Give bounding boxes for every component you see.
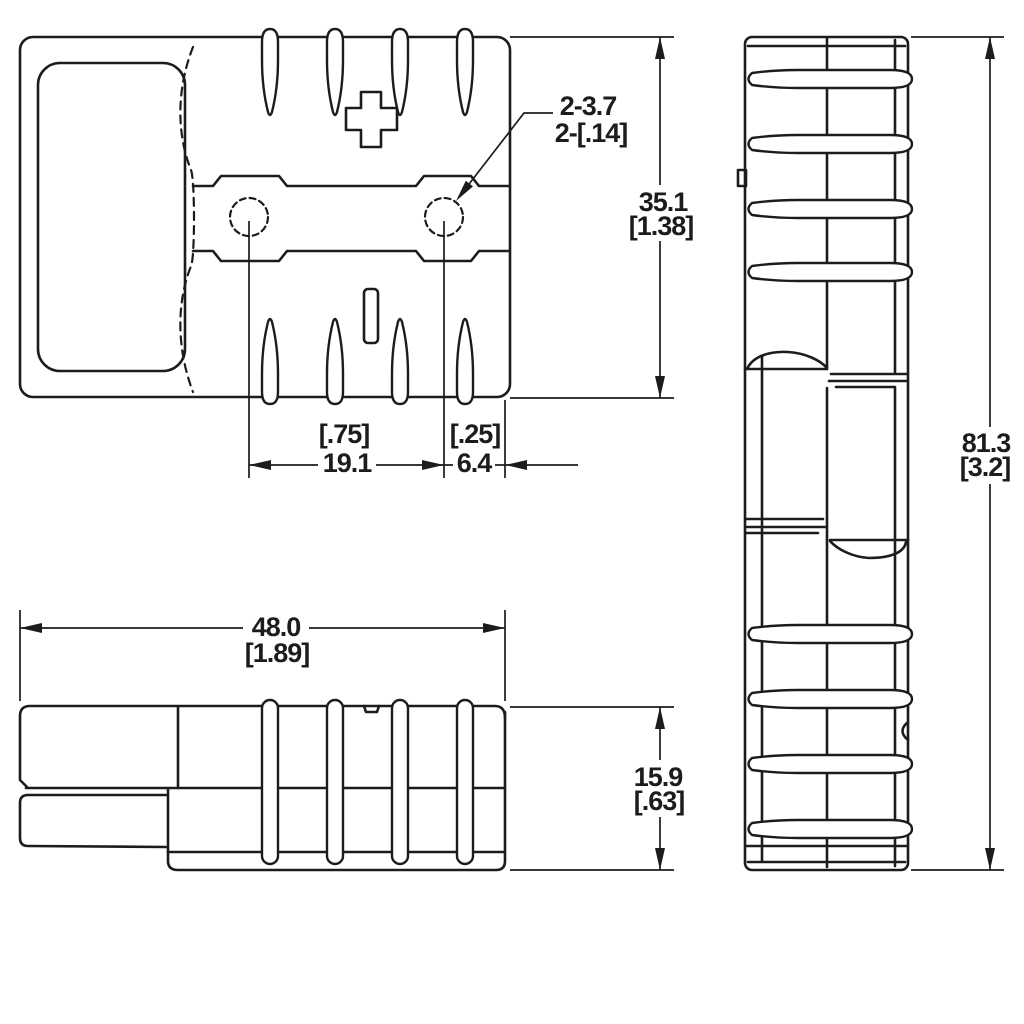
dim-width-mm: 48.0 — [249, 611, 303, 642]
arrowhead — [655, 848, 665, 870]
arrowhead — [985, 37, 995, 59]
side-rib — [747, 818, 914, 840]
front-slot — [390, 317, 410, 406]
front-view — [18, 27, 512, 406]
plus-polarity-mark — [344, 90, 399, 149]
side-hump-upper — [743, 350, 829, 371]
arrowhead — [249, 460, 271, 470]
arrowhead — [422, 460, 444, 470]
front-slot — [325, 317, 345, 406]
ext-lines-body-height — [510, 706, 674, 871]
minus-polarity-mark — [362, 287, 380, 345]
dim-body-height-mm: 15.9 — [631, 761, 685, 792]
front-slot — [260, 27, 280, 117]
arrowhead — [655, 707, 665, 729]
ext-lines-front-height — [510, 36, 674, 399]
dim-hole-edge-mm: 6.4 — [454, 447, 494, 478]
arrowhead — [655, 37, 665, 59]
ext-lines-length — [911, 36, 1004, 871]
front-slot — [325, 27, 345, 117]
top-lower-tongue — [18, 793, 168, 849]
dim-hole-callout-mm: 2-3.7 — [557, 90, 619, 121]
top-body-outline — [166, 710, 507, 872]
side-latch-notch-left — [736, 168, 748, 188]
front-slot — [455, 317, 475, 406]
top-key-notch — [362, 704, 381, 714]
top-slot — [260, 698, 280, 866]
dim-width-in: [1.89] — [242, 637, 312, 668]
dim-hole-pitch-in: [.75] — [316, 418, 372, 449]
side-latch-notch-right — [901, 720, 910, 742]
front-slot — [260, 317, 280, 406]
arrowhead — [20, 623, 42, 633]
front-tongue-opening — [36, 61, 187, 373]
side-rib — [747, 68, 914, 90]
arrowhead — [483, 623, 505, 633]
leader-line-hole-callout — [458, 112, 553, 198]
dim-hole-edge-in: [.25] — [447, 418, 503, 449]
side-rib — [747, 198, 914, 220]
top-band-outline — [18, 704, 507, 789]
side-rib — [747, 133, 914, 155]
dim-hole-callout-in: 2-[.14] — [552, 117, 630, 148]
dim-length-mm: 81.3 — [959, 427, 1013, 458]
side-rib — [747, 261, 914, 283]
contact-band-bottom — [191, 249, 511, 263]
side-rib — [747, 623, 914, 645]
top-slot — [325, 698, 345, 866]
front-slot — [455, 27, 475, 117]
hidden-edge-dashed — [179, 45, 196, 394]
side-rib — [747, 688, 914, 710]
side-rib — [747, 753, 914, 775]
dimension-annotations — [19, 36, 1004, 871]
arrowhead — [655, 376, 665, 398]
side-step-lower — [744, 517, 827, 535]
arrowhead — [985, 848, 995, 870]
contact-band-top — [191, 174, 511, 188]
front-slot — [390, 27, 410, 117]
top-view — [18, 698, 507, 872]
top-slot — [455, 698, 475, 866]
side-view — [736, 35, 914, 872]
side-step-upper — [827, 372, 909, 389]
arrowhead-leader — [456, 180, 473, 201]
dim-front-height-mm: 35.1 — [636, 186, 690, 217]
dim-length-in: [3.2] — [957, 451, 1013, 482]
dim-body-height-in: [.63] — [631, 785, 687, 816]
top-slot — [390, 698, 410, 866]
dim-front-height-in: [1.38] — [626, 210, 696, 241]
dim-hole-pitch-mm: 19.1 — [320, 447, 374, 478]
arrowhead — [505, 460, 527, 470]
side-hump-lower — [828, 538, 910, 560]
ext-lines-width — [19, 610, 506, 701]
